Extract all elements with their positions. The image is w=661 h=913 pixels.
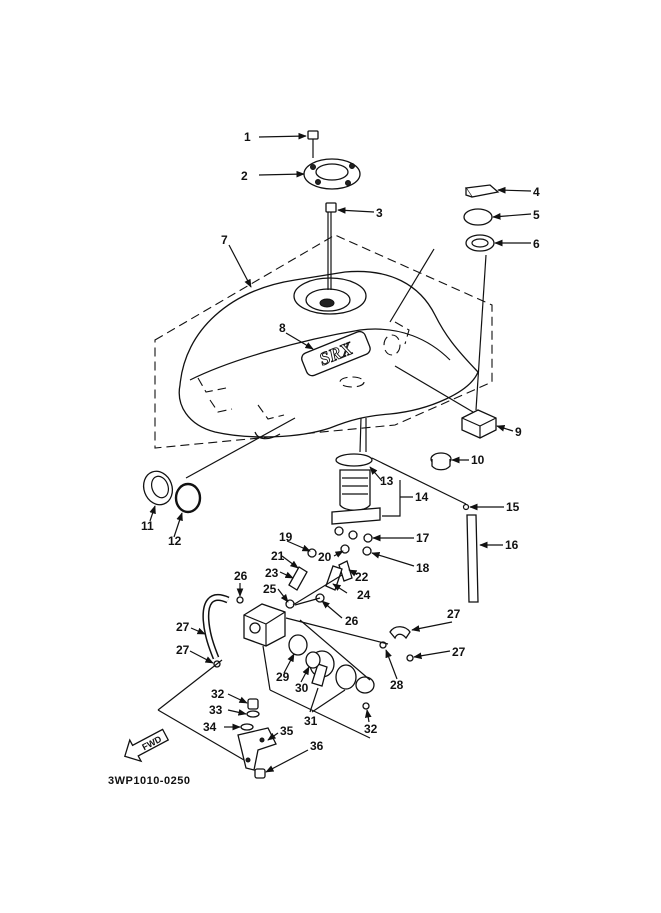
reference-lines xyxy=(157,248,487,761)
leaders xyxy=(149,132,532,773)
fuel-cock xyxy=(243,603,286,647)
plate-15b xyxy=(335,664,357,690)
label-3: 11 xyxy=(141,519,154,533)
label-33: 35 xyxy=(280,724,294,738)
fuel-sender-20 xyxy=(331,453,381,525)
label-29: 27 xyxy=(452,645,466,659)
damper-5 xyxy=(461,409,497,439)
label-4: 12 xyxy=(168,534,182,548)
label-35: 33 xyxy=(209,703,223,717)
label-13: 16 xyxy=(505,538,519,552)
label-9: 4 xyxy=(533,185,540,199)
grommet-6 xyxy=(430,452,452,471)
label-25: 22 xyxy=(355,570,369,584)
label-30: 28 xyxy=(390,678,404,692)
diagram-code: 3WP1010-0250 xyxy=(108,775,190,787)
label-6: 10 xyxy=(471,453,485,467)
label-27d: 26 xyxy=(345,614,359,628)
label-32b: 27 xyxy=(176,643,190,657)
label-17: 32 xyxy=(364,722,378,736)
bracket-33 xyxy=(237,727,277,771)
label-19: 36 xyxy=(310,739,324,753)
bolt-34 xyxy=(247,698,259,710)
label-34: 32 xyxy=(211,687,225,701)
fittings-22-27 xyxy=(285,526,373,609)
label-22: 18 xyxy=(416,561,430,575)
clip-29 xyxy=(406,654,414,662)
label-27b: 20 xyxy=(318,550,332,564)
hose-13 xyxy=(466,514,479,603)
hose-28 xyxy=(389,626,411,640)
label-26b: 24 xyxy=(357,588,371,602)
clip-14 xyxy=(462,503,470,511)
damper-7 xyxy=(465,234,495,252)
washer-35 xyxy=(246,710,260,718)
label-23: 17 xyxy=(416,531,430,545)
label-32a: 26 xyxy=(234,569,248,583)
bolt-12 xyxy=(325,202,337,290)
clip-32a xyxy=(236,596,244,604)
cap-bolt-11 xyxy=(307,130,319,158)
clip-4 xyxy=(174,482,202,514)
label-26a: 23 xyxy=(265,566,279,580)
label-5: 9 xyxy=(515,425,522,439)
washer-16 xyxy=(288,634,308,656)
label-24: 21 xyxy=(271,549,285,563)
label-14: 15 xyxy=(506,500,520,514)
bolt-19 xyxy=(254,768,266,779)
label-1: 7 xyxy=(221,233,228,247)
label-11: 1 xyxy=(244,130,251,144)
label-36: 34 xyxy=(203,720,217,734)
washer-36 xyxy=(240,723,254,731)
hose-31 xyxy=(202,594,230,660)
label-21: 13 xyxy=(380,474,394,488)
label-27c: 25 xyxy=(263,582,277,596)
plate-8 xyxy=(463,208,493,226)
label-2: 8 xyxy=(279,321,286,335)
label-8: 5 xyxy=(533,208,540,222)
bracket-9 xyxy=(464,184,500,198)
cover-17 xyxy=(355,676,375,710)
label-15: 31 xyxy=(304,714,318,728)
label-28: 27 xyxy=(447,607,461,621)
part-labels: 1 2 3 4 5 6 7 8 9 10 11 12 13 14 15 16 1… xyxy=(141,130,540,753)
label-27a: 19 xyxy=(279,530,293,544)
fwd-arrow: FWD xyxy=(123,728,170,763)
label-31: 27 xyxy=(176,620,190,634)
label-7: 6 xyxy=(533,237,540,251)
gasket-18 xyxy=(305,651,321,669)
label-10: 2 xyxy=(241,169,248,183)
cap-3 xyxy=(142,470,174,506)
label-12: 3 xyxy=(376,206,383,220)
tank-assembly-outline xyxy=(154,234,493,449)
label-18: 30 xyxy=(295,681,309,695)
label-20: 14 xyxy=(415,490,429,504)
label-16: 29 xyxy=(276,670,290,684)
fuel-cap-10 xyxy=(303,158,361,190)
